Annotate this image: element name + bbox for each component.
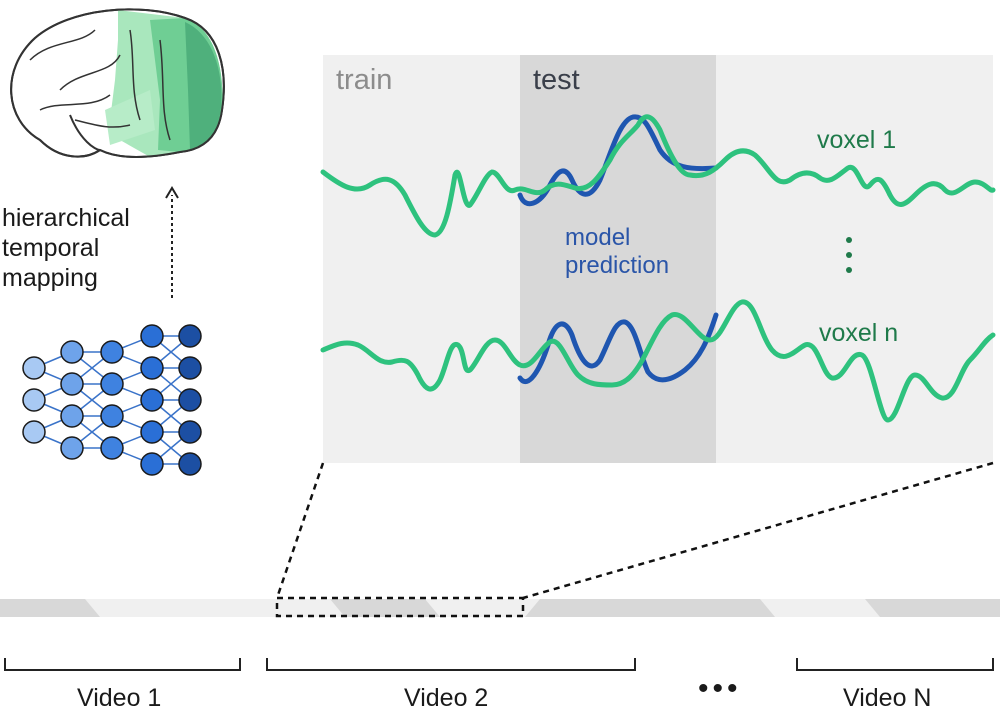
- network-node: [60, 404, 84, 428]
- network-node: [140, 388, 164, 412]
- mapping-label: hierarchical temporal mapping: [2, 203, 130, 293]
- video-2-bracket: [266, 658, 636, 671]
- network-node: [178, 324, 202, 348]
- network-node: [22, 388, 46, 412]
- timeline-bar: [0, 596, 1000, 618]
- zoom-window: [275, 596, 525, 618]
- model-prediction-line-2: prediction: [565, 252, 670, 279]
- network-node: [178, 356, 202, 380]
- network-node: [140, 356, 164, 380]
- after-region: [716, 55, 993, 463]
- voxel-n-label: voxel n: [819, 319, 899, 347]
- model-prediction-line-1: model: [565, 224, 631, 251]
- network-node: [60, 436, 84, 460]
- brain-icon: [10, 8, 225, 158]
- network-node: [100, 404, 124, 428]
- neural-network-icon: [22, 324, 202, 476]
- voxel-n-signal: [320, 299, 996, 423]
- network-node: [100, 340, 124, 364]
- mapping-line-2: temporal: [2, 234, 100, 262]
- video-1-label: Video 1: [77, 684, 162, 712]
- test-label: test: [533, 64, 580, 96]
- signal-panel: [320, 55, 996, 463]
- video-2-label: Video 2: [404, 684, 489, 712]
- video-n-bracket: [796, 658, 994, 671]
- video-ellipsis: •••: [698, 672, 742, 705]
- network-node: [60, 372, 84, 396]
- network-node: [140, 324, 164, 348]
- voxel-ellipsis-icon: [846, 237, 852, 273]
- video-n-label: Video N: [843, 684, 932, 712]
- network-node: [178, 452, 202, 476]
- train-label: train: [336, 64, 393, 96]
- video-brackets: [4, 658, 994, 671]
- test-region: [520, 55, 716, 463]
- voxel-1-label: voxel 1: [817, 126, 897, 154]
- train-region: [323, 55, 520, 463]
- mapping-line-1: hierarchical: [2, 204, 130, 232]
- model-prediction-label: model prediction: [565, 224, 669, 280]
- dotted-up-arrow-icon: [165, 186, 179, 298]
- network-node: [100, 372, 124, 396]
- network-node: [60, 340, 84, 364]
- network-node: [22, 420, 46, 444]
- mapping-line-3: mapping: [2, 264, 98, 292]
- network-node: [140, 452, 164, 476]
- network-node: [178, 388, 202, 412]
- network-node: [140, 420, 164, 444]
- network-node: [178, 420, 202, 444]
- model-prediction-voxel-n: [517, 312, 719, 384]
- network-node: [22, 356, 46, 380]
- video-1-bracket: [4, 658, 241, 671]
- network-node: [100, 436, 124, 460]
- zoom-connector: [275, 461, 994, 600]
- voxel-1-signal: [320, 114, 996, 238]
